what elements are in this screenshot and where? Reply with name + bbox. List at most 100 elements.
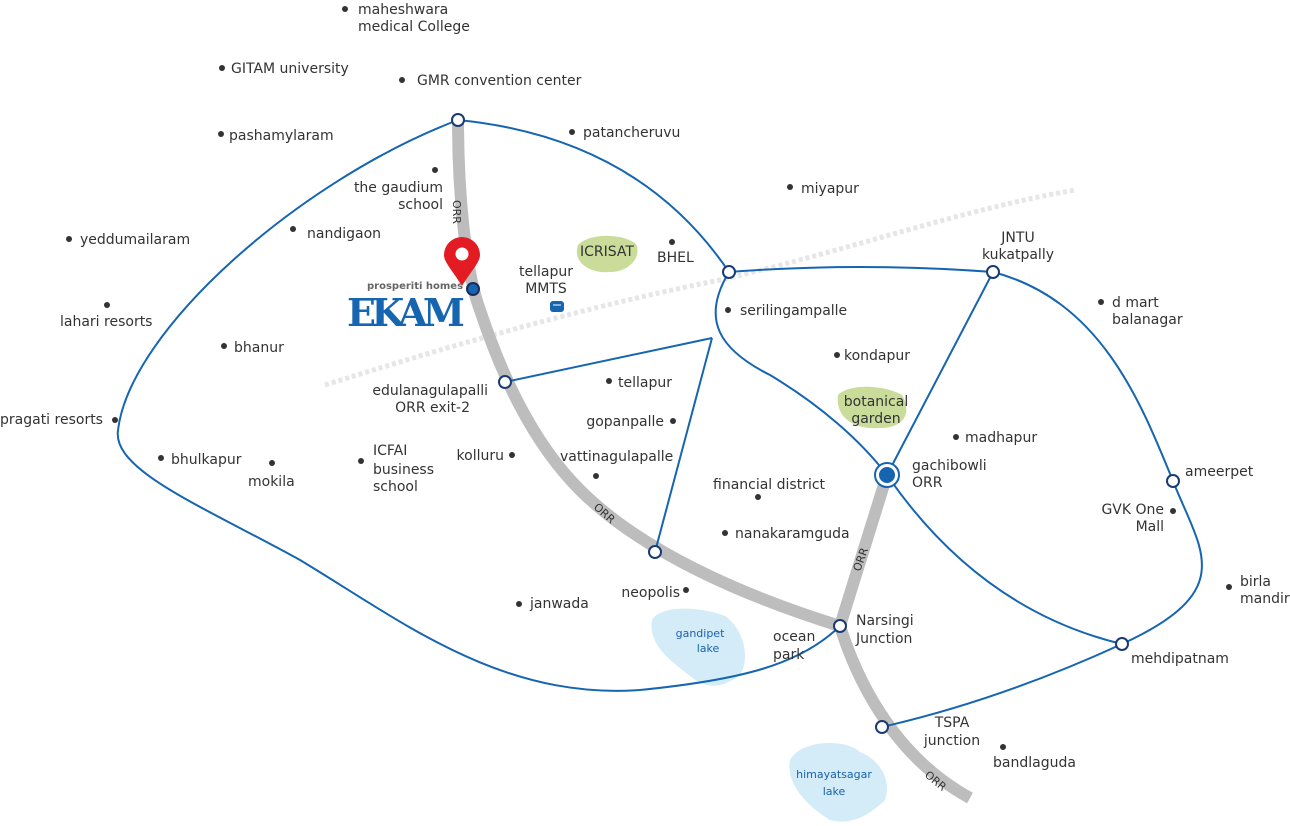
place-dot xyxy=(670,418,676,424)
place-label: TSPA xyxy=(934,715,970,731)
place-label: botanical xyxy=(844,394,908,410)
gachibowli-hub xyxy=(874,462,900,488)
place-label: junction xyxy=(923,733,980,749)
place-dot xyxy=(1000,744,1006,750)
place-label: pragati resorts xyxy=(0,412,103,428)
junction-node xyxy=(986,265,1000,279)
gandipet-lake: gandipet lake xyxy=(651,608,745,686)
place-label: tellapur xyxy=(618,375,672,391)
junction-node xyxy=(1115,637,1129,651)
place-nanakaramguda: nanakaramguda xyxy=(722,526,850,542)
place-label: bhanur xyxy=(234,340,284,356)
place-dot xyxy=(569,129,575,135)
place-dot xyxy=(342,6,348,12)
ekam-location-dot xyxy=(466,282,480,296)
junction-node xyxy=(833,619,847,633)
place-label: Narsingi xyxy=(856,613,914,629)
place-label: ICFAI xyxy=(373,443,407,459)
routes xyxy=(116,119,1203,728)
place-dot xyxy=(112,417,118,423)
place-dot xyxy=(787,184,793,190)
place-label: kolluru xyxy=(457,448,504,464)
place-label: janwada xyxy=(529,596,589,612)
place-label: serilingampalle xyxy=(740,303,847,319)
place-label: park xyxy=(773,647,805,663)
place-dot xyxy=(606,378,612,384)
lake-label: lake xyxy=(697,642,720,655)
junction-node xyxy=(875,720,889,734)
place-dot xyxy=(755,494,761,500)
place-pashamylaram: pashamylaram xyxy=(218,128,334,144)
place-kondapur: kondapur xyxy=(834,348,910,364)
orr-label: ORR xyxy=(851,546,872,573)
place-label: birla xyxy=(1240,574,1271,590)
place-label: the gaudium xyxy=(354,180,443,196)
place-label: JNTU xyxy=(1000,230,1034,246)
lake-label: lake xyxy=(823,785,846,798)
place-nandigaon: nandigaon xyxy=(290,226,381,242)
place-label: ORR xyxy=(912,475,943,491)
place-dot xyxy=(219,65,225,71)
place-lahari: lahari resorts xyxy=(60,302,152,330)
place-label: patancheruvu xyxy=(583,125,680,141)
lake-label: gandipet xyxy=(676,627,725,640)
ekam-marker[interactable]: prosperiti homes EKAM xyxy=(347,237,480,335)
place-dot xyxy=(158,455,164,461)
place-dot xyxy=(722,530,728,536)
place-mokila: mokila xyxy=(248,460,295,490)
place-label: business xyxy=(373,462,434,478)
place-dot xyxy=(1226,584,1232,590)
place-financial: financial district xyxy=(713,477,826,500)
place-dot xyxy=(509,452,515,458)
place-label: mehdipatnam xyxy=(1131,651,1229,667)
place-miyapur: miyapur xyxy=(787,181,859,197)
place-label: GMR convention center xyxy=(417,73,582,89)
place-dot xyxy=(66,236,72,242)
place-label: ocean xyxy=(773,629,815,645)
orr-label: ORR xyxy=(450,200,463,224)
place-label: kukatpally xyxy=(982,247,1054,263)
place-bhanur: bhanur xyxy=(221,340,284,356)
place-label: gachibowli xyxy=(912,458,987,474)
junction-node xyxy=(498,375,512,389)
lake-label: himayatsagar xyxy=(796,768,872,781)
place-label: d mart xyxy=(1112,295,1159,311)
place-label: bhulkapur xyxy=(171,452,242,468)
place-dot xyxy=(218,131,224,137)
place-label: MMTS xyxy=(525,281,567,297)
place-madhapur: madhapur xyxy=(953,430,1037,446)
place-gmr: GMR convention center xyxy=(399,73,582,89)
place-neopolis: neopolis xyxy=(621,585,689,601)
place-dot xyxy=(669,239,675,245)
place-label: school xyxy=(398,197,443,213)
place-label: vattinagulapalle xyxy=(560,449,673,465)
place-dot xyxy=(1170,508,1176,514)
railway-line xyxy=(324,187,1076,388)
place-label: GVK One xyxy=(1101,502,1164,518)
place-label: madhapur xyxy=(965,430,1037,446)
brand-tagline: prosperiti homes xyxy=(367,281,463,292)
place-label: miyapur xyxy=(801,181,859,197)
place-label: yeddumailaram xyxy=(80,232,190,248)
place-dot xyxy=(104,302,110,308)
place-mehdipatnam: mehdipatnam xyxy=(1131,651,1229,667)
place-label: medical College xyxy=(358,19,470,35)
place-tspa: TSPA junction xyxy=(923,715,980,749)
place-label: Junction xyxy=(855,631,912,647)
place-label: ICRISAT xyxy=(580,244,634,260)
place-ocean-park: ocean park xyxy=(773,629,815,663)
place-tellapur: tellapur xyxy=(606,375,672,391)
place-kolluru: kolluru xyxy=(457,448,515,464)
place-label: lahari resorts xyxy=(60,314,152,330)
place-label: balanagar xyxy=(1112,312,1183,328)
place-label: nandigaon xyxy=(307,226,381,242)
